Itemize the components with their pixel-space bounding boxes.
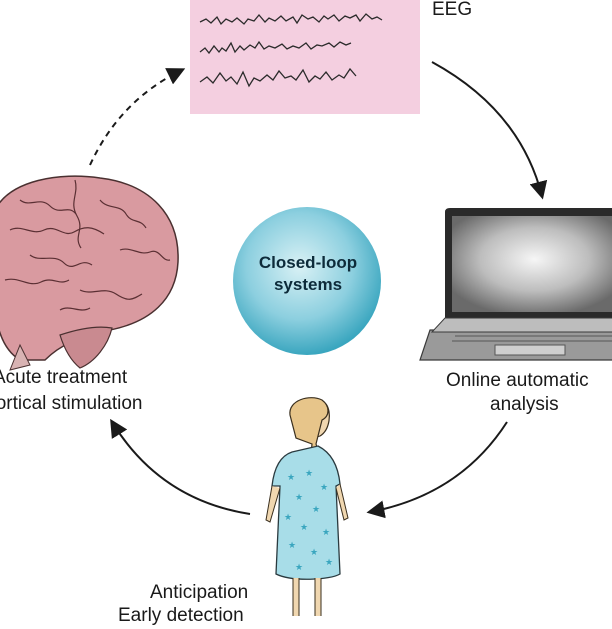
svg-text:★: ★ [320, 482, 328, 492]
center-label: Closed-loop systems [232, 252, 384, 296]
arrow-eeg-to-analysis [431, 61, 548, 200]
svg-text:★: ★ [295, 562, 303, 572]
svg-text:★: ★ [310, 547, 318, 557]
patient-label-line1: Anticipation [150, 582, 249, 603]
svg-text:★: ★ [288, 540, 296, 550]
patient-label-line2: Early detection [118, 605, 244, 626]
arrow-analysis-to-patient [366, 421, 508, 519]
eeg-label: EEG [432, 0, 473, 20]
treatment-label-line2: Cortical stimulation [0, 391, 172, 417]
svg-text:★: ★ [295, 492, 303, 502]
brain-illustration [0, 175, 179, 371]
svg-text:★: ★ [284, 512, 292, 522]
arrow-patient-to-treatment [110, 418, 251, 515]
laptop-illustration [419, 208, 612, 361]
analysis-label-line2: analysis [490, 394, 559, 415]
center-label-line2: systems [273, 275, 343, 294]
svg-text:★: ★ [300, 522, 308, 532]
svg-text:★: ★ [322, 527, 330, 537]
arrow-treatment-to-eeg [89, 68, 186, 166]
treatment-label-line2-text: Cortical stimulation [0, 393, 143, 414]
eeg-panel [190, 0, 420, 114]
diagram-canvas: ★★ ★★ ★★ ★★ ★★ ★★ [0, 0, 612, 616]
svg-text:★: ★ [305, 468, 313, 478]
treatment-label-line1: Acute treatment [0, 367, 128, 388]
analysis-label-line1: Online automatic [446, 370, 589, 391]
center-label-line1: Closed-loop [258, 253, 358, 272]
closed-loop-circle [233, 207, 381, 355]
svg-text:★: ★ [325, 557, 333, 567]
svg-text:★: ★ [312, 504, 320, 514]
patient-illustration: ★★ ★★ ★★ ★★ ★★ ★★ [265, 397, 349, 616]
svg-text:★: ★ [287, 472, 295, 482]
